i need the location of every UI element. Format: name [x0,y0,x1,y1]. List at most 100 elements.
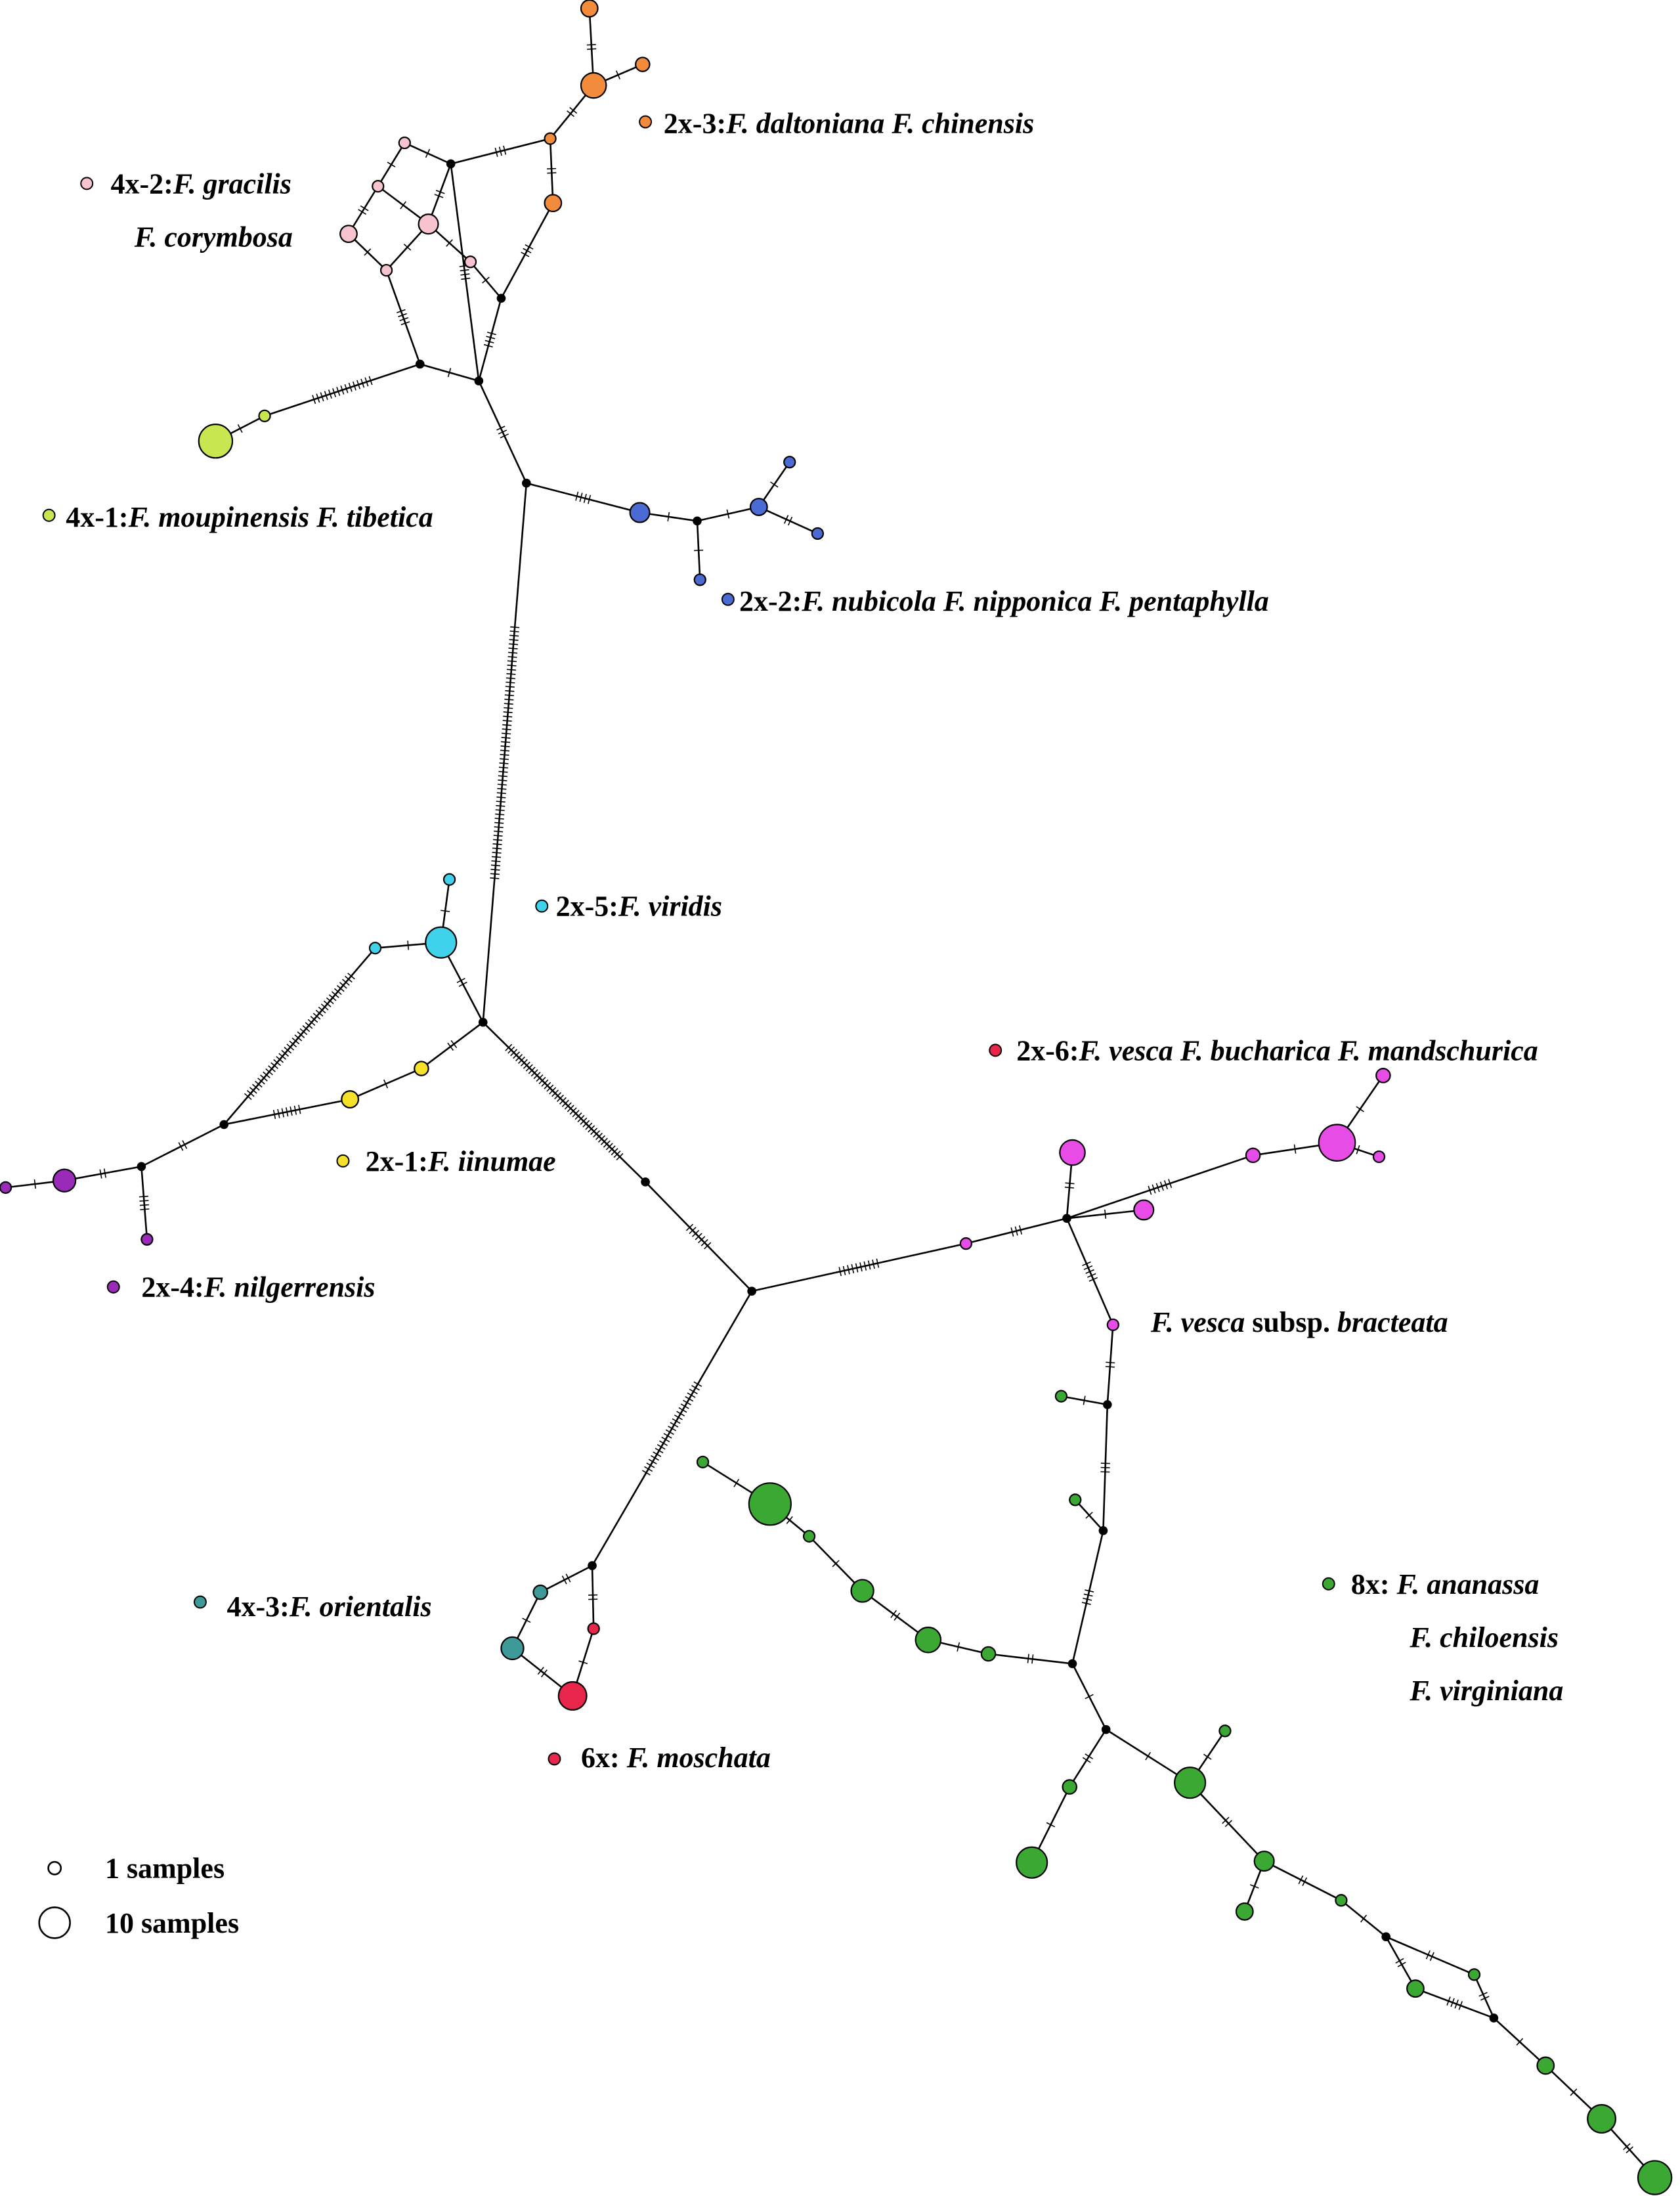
mutation-tick [498,146,502,156]
mutation-tick-group [957,1642,960,1652]
mutation-tick-group [237,424,243,433]
mutation-tick [252,1084,260,1091]
mutation-tick [326,997,334,1005]
haplotype-node [1016,1846,1048,1879]
mutation-tick [855,1263,859,1273]
network-edge [1069,1728,1107,1788]
mutation-tick [501,741,511,743]
mutation-tick [246,1089,255,1097]
mutation-tick [500,749,510,752]
mutation-tick [597,1135,605,1143]
mutation-tick-group [1085,1512,1093,1519]
mutation-tick [1010,1227,1014,1237]
mutation-tick [494,830,504,833]
label-segment: 2x-5: [556,890,618,923]
mutation-tick-group [1298,1875,1308,1887]
mutation-tick [497,783,507,786]
mutation-tick [289,1040,297,1047]
mutation-tick-group [784,515,793,526]
legend-swatch [535,899,549,913]
mutation-tick [544,1082,551,1089]
mutation-tick [272,1110,276,1120]
mutation-tick [305,1022,313,1029]
mutation-tick-group [832,1560,840,1568]
group-label-g6x: 6x: F. moschata [548,1742,771,1774]
mutation-tick [1106,1361,1115,1364]
mutation-tick [613,1151,621,1158]
mutation-tick [1480,1996,1490,2001]
label-segment: 2x-4: [141,1271,204,1304]
mutation-tick-group [1085,1694,1094,1700]
mutation-tick [695,1233,702,1241]
mutation-tick [458,981,467,987]
haplotype-node [811,527,825,540]
mutation-tick [787,516,793,526]
haplotype-node [557,1681,588,1711]
network-edge [1385,1936,1417,1989]
mutation-tick [520,1059,528,1066]
mutation-tick [273,1059,281,1066]
mutation-tick [496,426,506,431]
mutation-tick [505,690,515,692]
mutation-tick-group [178,1140,188,1151]
mutation-tick [342,978,350,986]
mutation-tick [569,1107,577,1115]
label-segment: F. chiloensis [1409,1621,1559,1654]
mutation-tick-group [400,201,406,209]
mutation-tick-group [1222,1816,1233,1828]
mutation-tick [505,686,515,688]
label-segment: F. nilgerrensis [204,1271,376,1304]
mutation-tick [492,852,502,854]
mutation-tick [674,1415,683,1420]
haplotype-node [1318,1124,1356,1162]
network-edge [1066,1154,1254,1219]
mutation-tick [504,703,513,705]
mutation-tick [583,493,587,503]
network-edge [421,1021,484,1070]
label-segment: F. virginiana [1409,1675,1563,1707]
label-segment: F. vesca F. bucharica F. mandschurica [1079,1034,1538,1066]
haplotype-node [379,263,393,277]
mutation-tick [1293,1144,1297,1154]
haplotype-node [587,1622,600,1635]
mutation-tick [588,1125,595,1133]
mutation-tick-group [99,1168,106,1179]
mutation-tick [323,1000,332,1007]
legend-swatch [989,1043,1002,1057]
mutation-tick-group [496,426,509,439]
mutation-tick-group [494,145,507,157]
haplotype-node [0,1181,12,1194]
mutation-tick [291,1037,300,1045]
mutation-tick [502,724,512,726]
mutation-tick [687,1392,696,1398]
mutation-tick [1356,1106,1364,1112]
mutation-tick [268,1065,276,1072]
median-vector-node [747,1286,756,1296]
mutation-tick [310,1016,318,1023]
mutation-tick [678,1407,687,1413]
mutation-tick-group [726,509,730,519]
mutation-tick [460,273,470,276]
mutation-tick [494,822,504,824]
group-label-text: 6x: F. moschata [581,1742,771,1774]
label-segment: F. moschata [626,1742,771,1774]
group-label-g2x2: 2x-2:F. nubicola F. nipponica F. pentaph… [721,585,1269,617]
mutation-tick [494,147,498,157]
haplotype-node [544,194,563,213]
mutation-tick [403,244,412,251]
mutation-tick [515,1054,523,1062]
haplotype-node [442,873,456,886]
mutation-tick [320,392,324,402]
mutation-tick [244,1093,252,1100]
mutation-tick [510,1049,518,1057]
mutation-tick [872,1259,875,1269]
label-segment: F. orientalis [289,1591,432,1623]
mutation-tick [348,382,353,392]
mutation-tick-group [441,910,450,912]
mutation-tick-group [446,239,453,247]
mutation-tick [496,796,506,799]
mutation-tick-group [733,1478,740,1487]
mutation-tick [178,1142,184,1151]
